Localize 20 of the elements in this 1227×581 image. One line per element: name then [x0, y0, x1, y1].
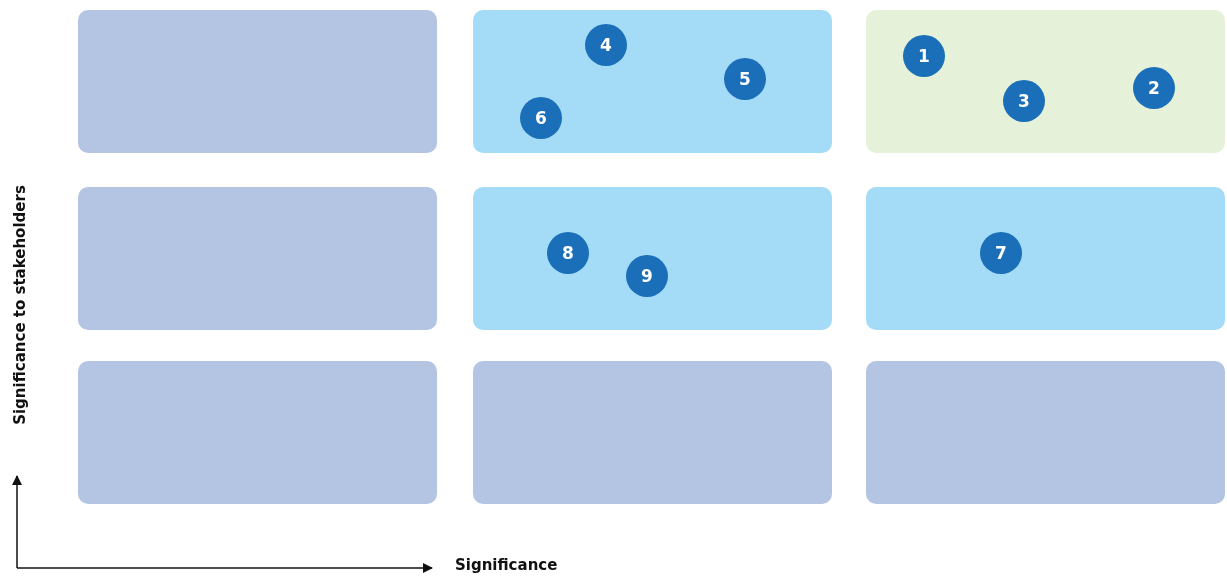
matrix-cell	[473, 10, 832, 153]
axis-label: Significance to stakeholders	[11, 185, 29, 425]
number-marker: 5	[724, 58, 766, 100]
matrix-cell	[473, 187, 832, 330]
number-marker: 4	[585, 24, 627, 66]
matrix-cell	[78, 187, 437, 330]
matrix-cell	[78, 361, 437, 504]
number-marker: 3	[1003, 80, 1045, 122]
number-marker: 8	[547, 232, 589, 274]
number-marker: 9	[626, 255, 668, 297]
matrix-cell	[866, 10, 1225, 153]
matrix-cell	[866, 187, 1225, 330]
matrix-cell	[866, 361, 1225, 504]
axis-label: Significance	[455, 556, 558, 574]
matrix-cell	[78, 10, 437, 153]
number-marker: 6	[520, 97, 562, 139]
number-marker: 1	[903, 35, 945, 77]
matrix-cell	[473, 361, 832, 504]
number-marker: 2	[1133, 67, 1175, 109]
number-marker: 7	[980, 232, 1022, 274]
